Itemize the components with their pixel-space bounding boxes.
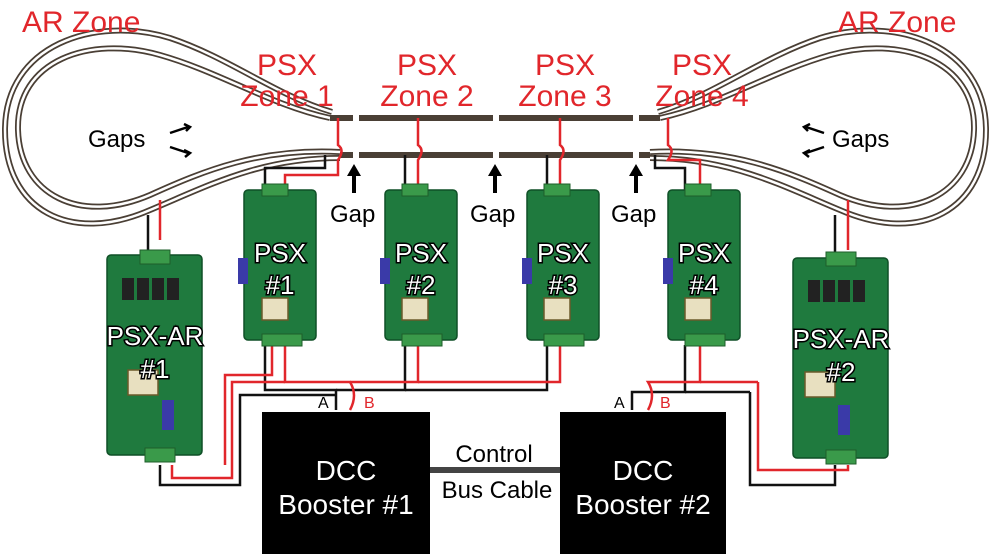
gap-2-arrow-icon [488,164,502,193]
psx-4-board: PSX #4 [663,183,741,347]
gap-1-label: Gap [330,201,375,228]
psx-zone-4-label-line2: Zone 4 [655,80,748,113]
psx-zone-3-label-line2: Zone 3 [518,80,611,113]
gaps-right-label: Gaps [832,126,889,153]
psx-4-label-line2: #4 [690,270,719,300]
gap-2-label: Gap [470,201,515,228]
bus-wires [158,345,850,487]
psx-ar-1-board: PSX-AR #1 [105,249,205,463]
booster-2-label-line2: Booster #2 [575,489,710,520]
psx-zone-1-label-line1: PSX [257,49,317,82]
psx-1-label-line1: PSX [254,238,306,268]
psx-zone-2-label-line2: Zone 2 [380,80,473,113]
psx-ar-1-label-line1: PSX-AR [107,321,204,351]
psx-2-board: PSX #2 [380,183,458,347]
psx-ar-2-label-line2: #2 [827,357,856,387]
psx-zone-2-label-line1: PSX [397,49,457,82]
gaps-right-arrows-icon [801,122,825,158]
right-loop-inner-line [649,29,988,225]
gaps-left-label: Gaps [88,126,145,153]
psx-ar-1-label-line2: #1 [141,354,170,384]
psx-1-label-line2: #1 [266,270,295,300]
control-cable-label-line2: Bus Cable [442,477,553,504]
booster-1-label-line1: DCC [316,455,377,486]
booster-1-terminal-a: A [318,395,329,412]
booster-1-label-line2: Booster #1 [278,489,413,520]
control-cable-label-line1: Control [455,441,532,468]
booster-1-terminal-b: B [364,395,375,412]
booster-2-label-line1: DCC [613,455,674,486]
psx-3-label-line1: PSX [537,238,589,268]
ar-zone-right-label: AR Zone [838,6,956,39]
psx-3-label-line2: #3 [549,270,578,300]
right-loop-outer-line [649,47,976,208]
gaps-left-arrows-icon [169,122,193,158]
psx-4-label-line1: PSX [678,238,730,268]
psx-2-label-line1: PSX [395,238,447,268]
psx-1-board: PSX #1 [238,183,317,347]
ar-zone-left-label: AR Zone [22,6,140,39]
psx-ar-2-label-line1: PSX-AR [793,324,890,354]
gap-1-arrow-icon [347,164,361,193]
psx-zone-4-label-line1: PSX [672,49,732,82]
psx-2-label-line2: #2 [407,270,436,300]
control-bus-cable [430,467,560,473]
gap-3-label: Gap [611,201,656,228]
track-layout [1,27,990,227]
left-loop-outer-inner-line [16,47,341,208]
booster-2-terminal-b: B [660,395,671,412]
main-rail-gaps [194,113,797,162]
booster-2-terminal-a: A [614,395,625,412]
dcc-booster-2: DCC Booster #2 A B [560,395,726,554]
left-loop-inner-line [3,29,341,225]
gap-3-arrow-icon [629,164,643,193]
dcc-booster-1: DCC Booster #1 A B [262,395,430,554]
psx-zone-1-label-line2: Zone 1 [240,80,333,113]
psx-3-board: PSX #3 [522,183,600,347]
psx-zone-3-label-line1: PSX [535,49,595,82]
psx-ar-2-board: PSX-AR #2 [791,251,891,465]
